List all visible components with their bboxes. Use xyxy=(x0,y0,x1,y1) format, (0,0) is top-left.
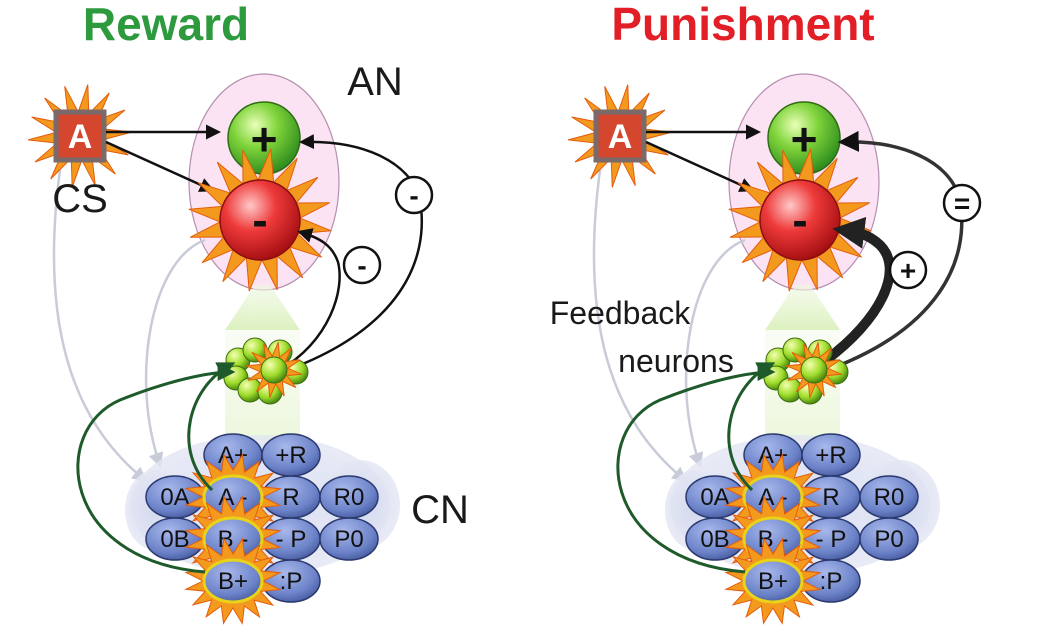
cn-node: B - xyxy=(724,495,822,583)
cn-node-label: B+ xyxy=(758,568,788,595)
cn-node: P0 xyxy=(859,517,919,561)
cn-node-label: 0B xyxy=(160,526,189,553)
an-minus-sign: - xyxy=(252,194,267,246)
cs-stimulus: A xyxy=(27,84,133,188)
cn-node: 0B xyxy=(145,517,205,561)
punishment-panel: Punishment A + - = xyxy=(550,0,982,625)
cn-node-label: B+ xyxy=(218,568,248,595)
cs-to-cn-arrow xyxy=(52,169,148,482)
feedback-to-minus-arrow xyxy=(823,216,895,365)
cn-b-plus-to-feedback-arrow xyxy=(616,363,776,574)
cn-node: 0B xyxy=(685,517,745,561)
cn-node: +R xyxy=(261,433,321,477)
an-to-cn-arrow xyxy=(144,238,206,468)
cn-node-label: R xyxy=(822,484,839,511)
an-minus-node: - xyxy=(728,148,872,292)
cn-node-label: :P xyxy=(280,568,303,595)
an-minus-sign: - xyxy=(792,194,807,246)
cn-node: R0 xyxy=(319,475,379,519)
an-plus-sign: + xyxy=(251,113,278,165)
cn-node: B+ xyxy=(724,537,822,625)
cn-node-label: +R xyxy=(275,442,306,469)
cn-node: P0 xyxy=(319,517,379,561)
cn-node: R xyxy=(801,475,861,519)
feedback-plus-badge-sign: - xyxy=(409,180,418,211)
reward-panel: Reward AN A CS + - xyxy=(27,0,469,625)
cn-node: +R xyxy=(801,433,861,477)
cn-node-label: - P xyxy=(276,526,307,553)
cs-to-cn-arrow xyxy=(592,169,688,482)
feedback-minus-badge: - xyxy=(342,245,382,285)
feedback-plus-badge: = xyxy=(942,183,982,223)
cs-box xyxy=(593,109,647,163)
an-to-cn-arrow xyxy=(684,238,746,468)
cn-node: B+ xyxy=(184,537,282,625)
cn-node-label: P0 xyxy=(334,526,363,553)
cn-node-label: +R xyxy=(815,442,846,469)
cn-node: R xyxy=(261,475,321,519)
feedback-plus-badge-sign: = xyxy=(954,188,970,219)
an-plus-sign: + xyxy=(791,113,818,165)
cn-node-body xyxy=(859,517,919,561)
cn-node: - P xyxy=(801,517,861,561)
cs-to-minus-arrow xyxy=(105,140,215,192)
punishment-title: Punishment xyxy=(611,0,874,50)
an-minus-node: - xyxy=(188,148,332,292)
cn-b-plus-to-feedback-arrow xyxy=(76,363,236,574)
feedback-minus-badge: + xyxy=(888,250,928,290)
cs-to-minus-arrow xyxy=(645,140,755,192)
cn-node-label: 0B xyxy=(700,526,729,553)
cn-node-label: 0A xyxy=(160,484,189,511)
an-plus-node: + xyxy=(767,101,841,175)
cn-node-body xyxy=(319,517,379,561)
feedback-minus-badge-sign: + xyxy=(900,255,916,286)
cs-label: CS xyxy=(52,177,108,221)
cn-node: B - xyxy=(184,495,282,583)
cn-node-label: R0 xyxy=(334,484,365,511)
cs-box xyxy=(53,109,107,163)
cn-node: 0A xyxy=(685,475,745,519)
cn-node-body xyxy=(202,558,264,604)
cn-label: CN xyxy=(411,488,469,532)
cn-node-label: P0 xyxy=(874,526,903,553)
cs-stimulus: A xyxy=(567,84,673,188)
feedback-minus-badge-sign: - xyxy=(357,250,366,281)
feedback-neuron-cluster xyxy=(763,337,849,405)
cn-node-label: 0A xyxy=(700,484,729,511)
feedback-plus-badge: - xyxy=(394,175,434,215)
cn-node: 0A xyxy=(145,475,205,519)
cn-node-label: :P xyxy=(820,568,843,595)
an-plus-node: + xyxy=(227,101,301,175)
an-label: AN xyxy=(347,60,403,104)
cn-node-label: R xyxy=(282,484,299,511)
cn-node-label: R0 xyxy=(874,484,905,511)
cs-stimulus-letter: A xyxy=(68,118,93,156)
an-beam xyxy=(225,285,300,330)
cn-node: R0 xyxy=(859,475,919,519)
cs-stimulus-letter: A xyxy=(608,118,633,156)
feedback-neuron-cluster xyxy=(223,337,309,405)
cn-node: - P xyxy=(261,517,321,561)
feedback-neurons-label-line1: Feedback xyxy=(550,295,692,331)
cn-node: :P xyxy=(801,559,861,603)
cn-node: :P xyxy=(261,559,321,603)
feedback-neurons-label-line2: neurons xyxy=(618,343,734,379)
feedback-to-minus-arrow xyxy=(279,228,341,372)
cn-node-body xyxy=(742,558,804,604)
cn-node-label: - P xyxy=(816,526,847,553)
reward-title: Reward xyxy=(83,0,249,50)
an-beam xyxy=(765,285,840,330)
